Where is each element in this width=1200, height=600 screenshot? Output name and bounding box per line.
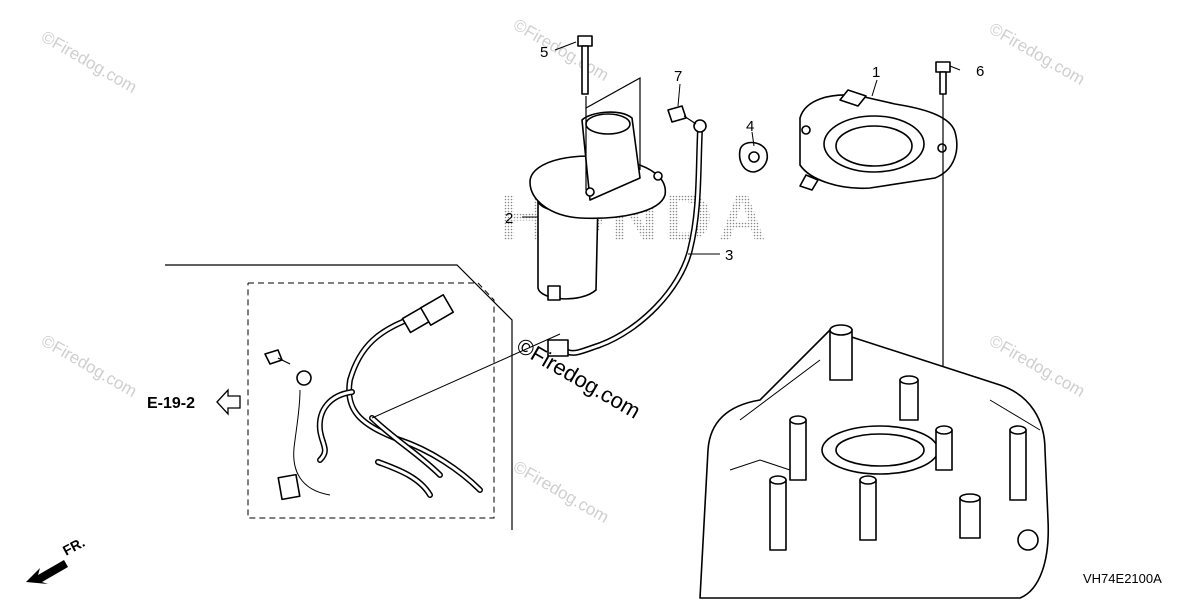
callout-6: 6 bbox=[976, 63, 984, 80]
ring-terminal bbox=[296, 370, 312, 386]
engine-base bbox=[699, 324, 1050, 599]
starter-motor bbox=[529, 111, 667, 301]
leader-line bbox=[371, 333, 561, 419]
bolt-7 bbox=[667, 105, 697, 125]
watermark-top-center: ©Firedog.com bbox=[510, 15, 612, 85]
bolt-guide-lines bbox=[585, 76, 641, 170]
terminal-boot bbox=[277, 473, 301, 501]
watermark-center: ©Firedog.com bbox=[513, 333, 645, 424]
watermark-top-left: ©Firedog.com bbox=[38, 27, 140, 97]
callout-2: 2 bbox=[505, 210, 513, 227]
front-direction-label: FR. bbox=[60, 534, 87, 559]
wire-harness bbox=[293, 315, 483, 498]
callout-5: 5 bbox=[540, 44, 548, 61]
bolt-5 bbox=[577, 35, 593, 95]
watermark-mid-left: ©Firedog.com bbox=[38, 331, 140, 401]
callout-7: 7 bbox=[674, 68, 682, 85]
watermark-bottom-center: ©Firedog.com bbox=[510, 457, 612, 527]
harness-connector bbox=[401, 294, 455, 334]
reference-arrow-icon bbox=[216, 388, 241, 416]
reference-label: E-19-2 bbox=[147, 395, 195, 412]
clip-4 bbox=[738, 141, 769, 173]
harness-bolt bbox=[264, 349, 291, 365]
plate-1 bbox=[799, 89, 958, 191]
harness-inset-frame bbox=[165, 264, 513, 530]
callout-4: 4 bbox=[746, 118, 754, 135]
callout-3: 3 bbox=[725, 247, 733, 264]
watermark-top-right: ©Firedog.com bbox=[986, 19, 1088, 89]
ground-cable bbox=[547, 119, 707, 357]
bolt-6 bbox=[935, 61, 951, 95]
diagram-code: VH74E2100A bbox=[1083, 571, 1162, 586]
callout-1: 1 bbox=[872, 64, 880, 81]
front-direction-arrow-icon bbox=[26, 560, 68, 584]
